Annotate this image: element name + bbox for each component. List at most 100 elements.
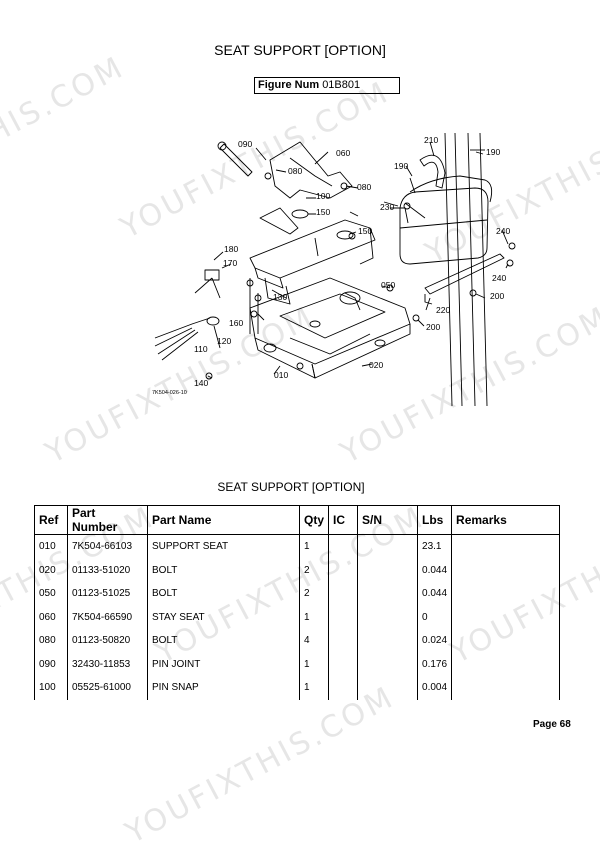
table-row: 050 01123-51025 BOLT 2 0.044	[34, 582, 561, 606]
page-title: SEAT SUPPORT [OPTION]	[214, 42, 386, 58]
table-row: 100 05525-61000 PIN SNAP 1 0.004	[34, 676, 561, 700]
cell-part-name: BOLT	[147, 629, 300, 653]
cell-ref: 080	[34, 629, 68, 653]
callout-090: 090	[238, 139, 252, 149]
cell-lbs: 23.1	[417, 534, 452, 559]
table-row: 020 01133-51020 BOLT 2 0.044	[34, 558, 561, 582]
cell-sn	[357, 582, 418, 606]
col-header-part-number: Part Number	[67, 505, 148, 535]
cell-remarks	[451, 558, 561, 582]
parts-table: Ref Part Number Part Name Qty IC S/N Lbs…	[34, 505, 561, 700]
cell-ic	[328, 605, 358, 629]
cell-qty: 1	[298, 605, 329, 629]
cell-part-name: STAY SEAT	[147, 605, 300, 629]
callout-150: 150	[358, 226, 372, 236]
drawing-code: 7K504-026-10	[152, 390, 187, 396]
col-header-qty: Qty	[298, 505, 329, 535]
callout-170: 170	[223, 258, 237, 268]
callout-080: 080	[288, 166, 302, 176]
table-row: 010 7K504-66103 SUPPORT SEAT 1 23.1	[34, 534, 561, 559]
cell-part-name: PIN JOINT	[147, 652, 300, 676]
table-title: SEAT SUPPORT [OPTION]	[217, 480, 365, 494]
callout-160: 160	[229, 318, 243, 328]
cell-qty: 2	[298, 558, 329, 582]
cell-ic	[328, 534, 358, 559]
cell-lbs: 0.044	[417, 582, 452, 606]
cell-ref: 060	[34, 605, 68, 629]
figure-number-label: Figure Num	[258, 79, 320, 91]
cell-ref: 100	[34, 676, 68, 700]
callout-100: 100	[316, 191, 330, 201]
col-header-part-name: Part Name	[147, 505, 300, 535]
cell-ic	[328, 652, 358, 676]
callout-150: 150	[316, 207, 330, 217]
callout-010: 010	[274, 370, 288, 380]
callout-200: 200	[426, 322, 440, 332]
table-row: 090 32430-11853 PIN JOINT 1 0.176	[34, 652, 561, 676]
table-row: 060 7K504-66590 STAY SEAT 1 0	[34, 605, 561, 629]
callout-130: 130	[273, 292, 287, 302]
cell-remarks	[451, 605, 561, 629]
cell-qty: 2	[298, 582, 329, 606]
col-header-remarks: Remarks	[451, 505, 561, 535]
cell-qty: 1	[298, 652, 329, 676]
cell-remarks	[451, 582, 561, 606]
callout-190: 190	[394, 161, 408, 171]
cell-part-number: 01123-50820	[67, 629, 148, 653]
col-header-sn: S/N	[357, 505, 418, 535]
cell-ic	[328, 629, 358, 653]
callout-020: 020	[369, 360, 383, 370]
callout-200: 200	[490, 291, 504, 301]
cell-qty: 4	[298, 629, 329, 653]
cell-part-number: 05525-61000	[67, 676, 148, 700]
callout-140: 140	[194, 378, 208, 388]
cell-remarks	[451, 534, 561, 559]
watermark: YOUFIXTHIS.COM	[120, 679, 401, 851]
cell-lbs: 0.024	[417, 629, 452, 653]
cell-part-name: SUPPORT SEAT	[147, 534, 300, 559]
watermark: YOUFIXTHIS.COM	[0, 49, 131, 221]
callout-240: 240	[492, 273, 506, 283]
callout-080: 080	[357, 182, 371, 192]
cell-remarks	[451, 652, 561, 676]
cell-sn	[357, 605, 418, 629]
cell-ic	[328, 558, 358, 582]
cell-ref: 050	[34, 582, 68, 606]
table-row: 080 01123-50820 BOLT 4 0.024	[34, 629, 561, 653]
parts-diagram: 090 060 080 080 100 150 150 180 170 130 …	[152, 132, 516, 406]
cell-lbs: 0	[417, 605, 452, 629]
cell-sn	[357, 676, 418, 700]
cell-ic	[328, 582, 358, 606]
cell-part-number: 7K504-66103	[67, 534, 148, 559]
callout-210: 210	[424, 135, 438, 145]
cell-sn	[357, 558, 418, 582]
callout-120: 120	[217, 336, 231, 346]
cell-lbs: 0.176	[417, 652, 452, 676]
page-number: Page 68	[533, 719, 571, 730]
callout-190: 190	[486, 147, 500, 157]
cell-ref: 020	[34, 558, 68, 582]
cell-lbs: 0.044	[417, 558, 452, 582]
callout-050: 050	[381, 280, 395, 290]
table-header-row: Ref Part Number Part Name Qty IC S/N Lbs…	[34, 505, 561, 535]
figure-number-value: 01B801	[322, 79, 361, 91]
cell-remarks	[451, 676, 561, 700]
col-header-ic: IC	[328, 505, 358, 535]
cell-part-number: 01123-51025	[67, 582, 148, 606]
cell-lbs: 0.004	[417, 676, 452, 700]
cell-sn	[357, 534, 418, 559]
figure-number-box: Figure Num 01B801	[254, 77, 400, 94]
cell-part-name: BOLT	[147, 582, 300, 606]
callout-060: 060	[336, 148, 350, 158]
cell-ref: 090	[34, 652, 68, 676]
cell-part-number: 01133-51020	[67, 558, 148, 582]
cell-part-number: 7K504-66590	[67, 605, 148, 629]
callout-240: 240	[496, 226, 510, 236]
cell-part-name: PIN SNAP	[147, 676, 300, 700]
cell-part-name: BOLT	[147, 558, 300, 582]
callout-230: 230	[380, 202, 394, 212]
cell-sn	[357, 629, 418, 653]
cell-remarks	[451, 629, 561, 653]
cell-sn	[357, 652, 418, 676]
callout-220: 220	[436, 305, 450, 315]
